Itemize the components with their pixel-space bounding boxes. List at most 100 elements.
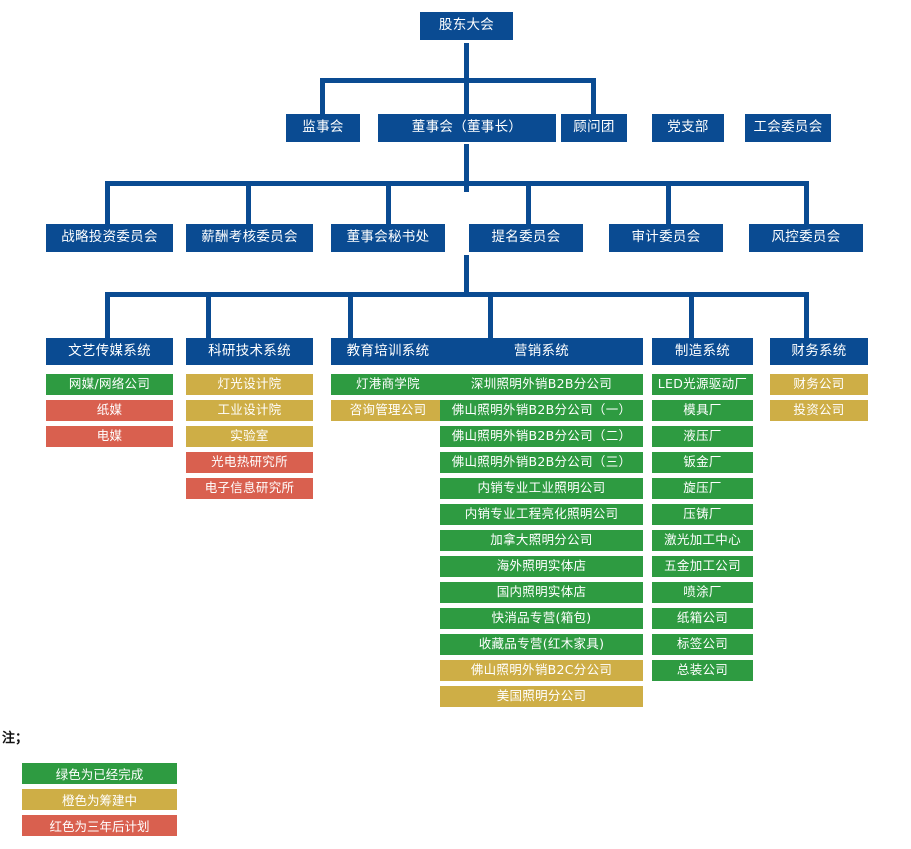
node-nomination-committee[interactable]: 提名委员会 (469, 224, 583, 252)
system-item-label: 内销专业工业照明公司 (477, 480, 606, 496)
legend-item: 绿色为已经完成 (22, 763, 177, 784)
system-item-label: 咨询管理公司 (349, 402, 427, 418)
system-item[interactable]: 电子信息研究所 (186, 478, 313, 499)
legend-item-label: 红色为三年后计划 (49, 819, 150, 834)
system-item[interactable]: 佛山照明外销B2B分公司（二） (440, 426, 643, 447)
system-item[interactable]: 佛山照明外销B2B分公司（一） (440, 400, 643, 421)
system-item[interactable]: 纸媒 (46, 400, 173, 421)
node-shareholders-meeting[interactable]: 股东大会 (420, 12, 513, 40)
system-item-label: 压铸厂 (683, 506, 722, 522)
system-item[interactable]: 纸箱公司 (652, 608, 753, 629)
system-item[interactable]: 咨询管理公司 (331, 400, 445, 421)
node-party-branch[interactable]: 党支部 (652, 114, 724, 142)
system-item[interactable]: 喷涂厂 (652, 582, 753, 603)
node-risk-committee[interactable]: 风控委员会 (749, 224, 863, 252)
node-board-of-directors[interactable]: 董事会（董事长） (378, 114, 556, 142)
system-item-label: 美国照明分公司 (496, 688, 587, 704)
system-item[interactable]: 电媒 (46, 426, 173, 447)
system-item[interactable]: 总装公司 (652, 660, 753, 681)
system-item-label: 激光加工中心 (664, 532, 741, 548)
system-item[interactable]: LED光源驱动厂 (652, 374, 753, 395)
system-item[interactable]: 旋压厂 (652, 478, 753, 499)
system-item-label: 佛山照明外销B2B分公司（三） (451, 454, 632, 470)
system-item[interactable]: 投资公司 (770, 400, 868, 421)
system-header-3[interactable]: 教育培训系统 (331, 338, 445, 365)
system-item[interactable]: 五金加工公司 (652, 556, 753, 577)
system-item-label: 液压厂 (683, 428, 722, 444)
system-item[interactable]: 工业设计院 (186, 400, 313, 421)
system-item[interactable]: 液压厂 (652, 426, 753, 447)
node-compensation-committee[interactable]: 薪酬考核委员会 (186, 224, 313, 252)
connector-drop-committee-4 (526, 181, 531, 224)
connector-row3-bar (105, 181, 809, 186)
system-item[interactable]: 海外照明实体店 (440, 556, 643, 577)
system-item[interactable]: 佛山照明外销B2B分公司（三） (440, 452, 643, 473)
system-item[interactable]: 财务公司 (770, 374, 868, 395)
connector-drop-committee-3 (386, 181, 391, 224)
node-label: 战略投资委员会 (61, 229, 158, 246)
node-strategy-investment-committee[interactable]: 战略投资委员会 (46, 224, 173, 252)
system-item[interactable]: 内销专业工业照明公司 (440, 478, 643, 499)
system-item[interactable]: 加拿大照明分公司 (440, 530, 643, 551)
system-item[interactable]: 佛山照明外销B2C分公司 (440, 660, 643, 681)
system-item-label: 灯港商学院 (355, 376, 420, 392)
connector-drop-guwentuan (591, 78, 596, 115)
node-label: 顾问团 (573, 119, 615, 136)
system-item[interactable]: 深圳照明外销B2B分公司 (440, 374, 643, 395)
system-item[interactable]: 光电热研究所 (186, 452, 313, 473)
node-advisory-group[interactable]: 顾问团 (561, 114, 627, 142)
node-board-secretariat[interactable]: 董事会秘书处 (331, 224, 445, 252)
system-item-label: LED光源驱动厂 (657, 376, 748, 392)
system-header-5[interactable]: 制造系统 (652, 338, 753, 365)
connector-drop-committee-6 (804, 181, 809, 224)
node-audit-committee[interactable]: 审计委员会 (609, 224, 723, 252)
system-item[interactable]: 灯光设计院 (186, 374, 313, 395)
system-item[interactable]: 压铸厂 (652, 504, 753, 525)
node-label: 监事会 (302, 119, 344, 136)
system-item[interactable]: 模具厂 (652, 400, 753, 421)
system-item-label: 五金加工公司 (664, 558, 741, 574)
connector-drop-system-2 (206, 292, 211, 338)
node-label: 薪酬考核委员会 (201, 229, 298, 246)
system-item[interactable]: 实验室 (186, 426, 313, 447)
system-item[interactable]: 激光加工中心 (652, 530, 753, 551)
system-item-label: 模具厂 (683, 402, 722, 418)
legend-item-label: 橙色为筹建中 (61, 793, 137, 808)
system-header-label: 科研技术系统 (208, 342, 291, 359)
node-supervisory-board[interactable]: 监事会 (286, 114, 360, 142)
connector-drop-system-1 (105, 292, 110, 338)
system-item[interactable]: 灯港商学院 (331, 374, 445, 395)
connector-drop-jianshihui (320, 78, 325, 115)
system-item-label: 快消品专营(箱包) (491, 610, 592, 626)
connector-drop-dongshihui (464, 78, 469, 115)
system-item-label: 总装公司 (676, 662, 729, 678)
connector-drop-system-5 (689, 292, 694, 338)
system-header-4[interactable]: 营销系统 (440, 338, 643, 365)
system-header-6[interactable]: 财务系统 (770, 338, 868, 365)
system-header-label: 财务系统 (791, 342, 847, 359)
system-header-1[interactable]: 文艺传媒系统 (46, 338, 173, 365)
connector-board-trunk (464, 144, 469, 192)
system-item[interactable]: 标签公司 (652, 634, 753, 655)
system-item[interactable]: 钣金厂 (652, 452, 753, 473)
connector-drop-committee-1 (105, 181, 110, 224)
system-item-label: 海外照明实体店 (496, 558, 587, 574)
system-item[interactable]: 国内照明实体店 (440, 582, 643, 603)
system-item[interactable]: 美国照明分公司 (440, 686, 643, 707)
system-header-label: 制造系统 (674, 342, 731, 359)
connector-drop-system-6 (804, 292, 809, 338)
system-header-2[interactable]: 科研技术系统 (186, 338, 313, 365)
connector-systems-trunk (464, 255, 469, 295)
system-item[interactable]: 快消品专营(箱包) (440, 608, 643, 629)
system-item-label: 标签公司 (676, 636, 729, 652)
system-item-label: 实验室 (230, 428, 269, 444)
node-union-committee[interactable]: 工会委员会 (745, 114, 831, 142)
system-item-label: 灯光设计院 (217, 376, 282, 392)
system-item[interactable]: 收藏品专营(红木家具) (440, 634, 643, 655)
system-item[interactable]: 网媒/网络公司 (46, 374, 173, 395)
system-item-label: 电子信息研究所 (204, 480, 295, 496)
legend-item-label: 绿色为已经完成 (55, 767, 144, 782)
system-item[interactable]: 内销专业工程亮化照明公司 (440, 504, 643, 525)
system-item-label: 加拿大照明分公司 (490, 532, 593, 548)
